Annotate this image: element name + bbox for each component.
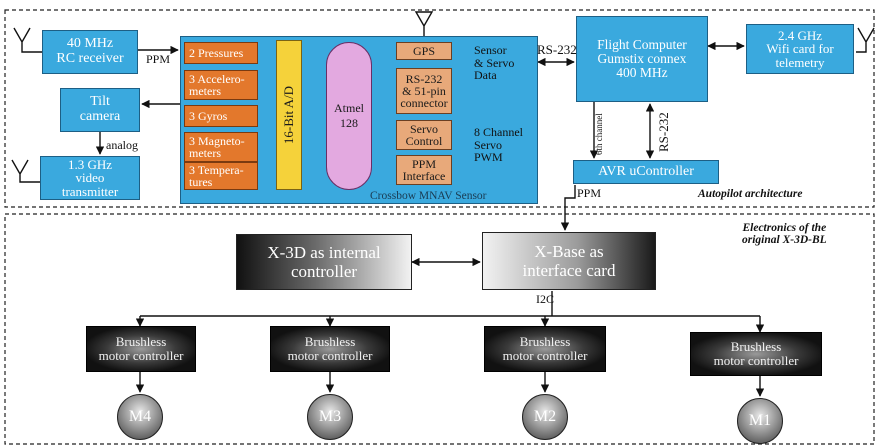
- rs232-connector-module: RS-232 & 51-pin connector: [396, 68, 452, 114]
- motor-m3: M3: [307, 394, 353, 440]
- sensor-gyros: 3 Gyros: [184, 105, 258, 127]
- motor-controller-2: Brushless motor controller: [484, 326, 606, 372]
- motor-m1: M1: [737, 398, 783, 444]
- electronics-title-line1: Electronics of the: [742, 222, 827, 234]
- antenna-icon: [13, 27, 42, 53]
- wifi-card-block: 2.4 GHz Wifi card for telemetry: [746, 24, 854, 74]
- sensor-magnetometers: 3 Magneto- meters: [184, 132, 258, 162]
- sensor-accelerometers: 3 Accelero- meters: [184, 70, 258, 100]
- adc-block: 16-Bit A/D: [276, 40, 302, 190]
- gps-module: GPS: [396, 42, 452, 60]
- autopilot-section-title: Autopilot architecture: [698, 188, 803, 200]
- antenna-icon: [856, 27, 875, 53]
- motor-controller-1: Brushless motor controller: [690, 332, 822, 376]
- servo-pwm-label: 8 Channel Servo PWM: [474, 125, 523, 165]
- electronics-title-line2: original X-3D-BL: [742, 234, 827, 246]
- rs232-vertical-label: RS-232: [656, 112, 671, 152]
- sensor-temperatures: 3 Tempera- tures: [184, 162, 258, 190]
- i2c-label: I2C: [536, 292, 554, 306]
- sixth-channel-label: 6th channel: [594, 113, 604, 155]
- tilt-camera-block: Tilt camera: [60, 88, 140, 132]
- servo-control-module: Servo Control: [396, 120, 452, 150]
- avr-ucontroller-block: AVR uController: [573, 160, 719, 184]
- motor-m4: M4: [117, 394, 163, 440]
- motor-controller-4: Brushless motor controller: [86, 326, 196, 372]
- sensor-servo-data-label: Sensor & Servo Data: [474, 43, 515, 83]
- motor-m2: M2: [522, 394, 568, 440]
- adc-label: 16-Bit A/D: [281, 85, 296, 145]
- ppm-avr-label: PPM: [577, 186, 602, 200]
- antenna-icon: [414, 11, 434, 36]
- x-base-interface-card: X-Base as interface card: [482, 232, 656, 290]
- ppm-interface-module: PPM Interface: [396, 155, 452, 185]
- motor-controller-3: Brushless motor controller: [270, 326, 390, 372]
- analog-label: analog: [106, 138, 138, 152]
- flight-computer-block: Flight Computer Gumstix connex 400 MHz: [576, 16, 708, 102]
- electronics-section-title: Electronics of the original X-3D-BL: [742, 222, 827, 246]
- mnav-caption: Crossbow MNAV Sensor: [370, 190, 487, 202]
- antenna-icon: [11, 159, 40, 183]
- ppm-rc-label: PPM: [146, 52, 171, 66]
- sensor-pressures: 2 Pressures: [184, 42, 258, 64]
- rc-receiver-block: 40 MHz RC receiver: [42, 30, 138, 74]
- x3d-internal-controller: X-3D as internal controller: [236, 234, 412, 290]
- atmel-mcu: Atmel 128: [326, 42, 372, 190]
- video-transmitter-block: 1.3 GHz video transmitter: [40, 156, 140, 200]
- rs232-top-label: RS-232: [537, 42, 577, 57]
